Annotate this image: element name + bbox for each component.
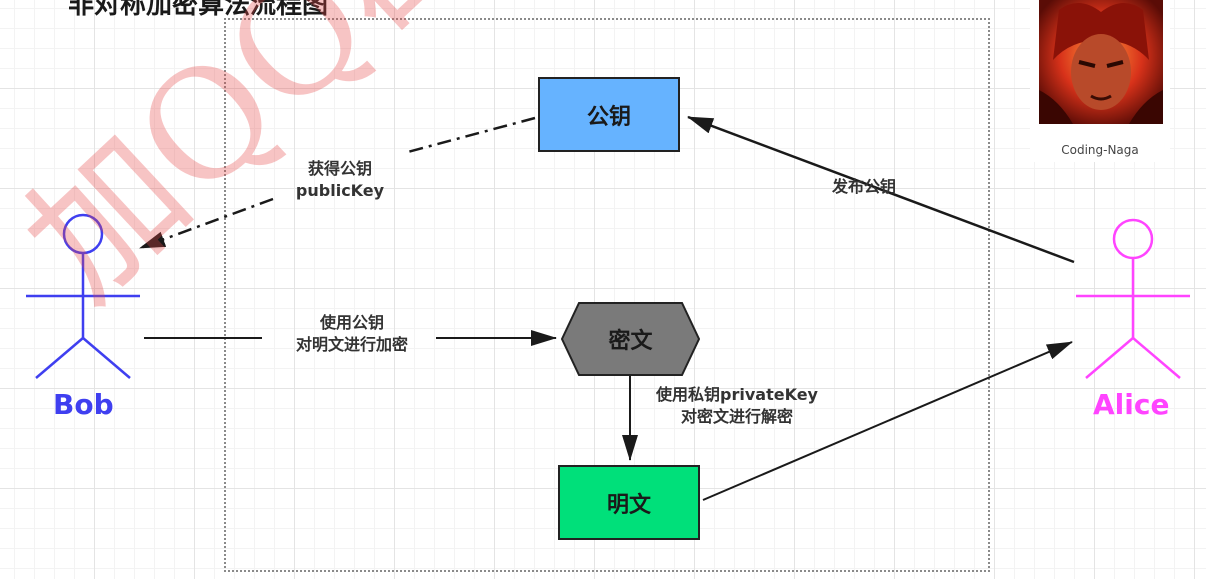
public-key-node: 公钥 [538, 77, 680, 152]
decrypt-label-line2: 对密文进行解密 [680, 407, 793, 426]
decrypt-label-line1: 使用私钥privateKey [656, 385, 818, 404]
diagram-title: 非对称加密算法流程图 [68, 0, 329, 20]
alice-actor-icon [1076, 218, 1190, 379]
get-public-key-label: 获得公钥 publicKey [270, 158, 410, 202]
edge-get-public-key [403, 116, 536, 155]
ciphertext-label: 密文 [608, 329, 653, 354]
avatar-caption: Coding-Naga [1061, 143, 1139, 157]
get-public-key-label-line2: publicKey [295, 181, 385, 200]
bob-label: Bob [53, 388, 114, 421]
edge-deliver-to-alice [702, 341, 1073, 501]
encrypt-label: 使用公钥 对明文进行加密 [262, 312, 442, 356]
hexagon-shape [561, 302, 700, 376]
get-public-key-label-line1: 获得公钥 [307, 159, 372, 178]
plaintext-node: 明文 [558, 465, 700, 540]
publish-public-key-label: 发布公钥 [832, 177, 897, 196]
encrypt-label-line2: 对明文进行加密 [295, 335, 408, 354]
avatar-image [1039, 0, 1163, 124]
edge-publish-public-key [687, 115, 1075, 264]
encrypt-label-line1: 使用公钥 [319, 313, 384, 332]
system-boundary [224, 18, 990, 572]
ciphertext-node: 密文 [561, 302, 700, 376]
edge-get-public-key-tail [139, 197, 274, 250]
bob-actor-icon [26, 213, 140, 379]
alice-label: Alice [1093, 388, 1170, 421]
decrypt-label: 使用私钥privateKey 对密文进行解密 [632, 384, 842, 428]
